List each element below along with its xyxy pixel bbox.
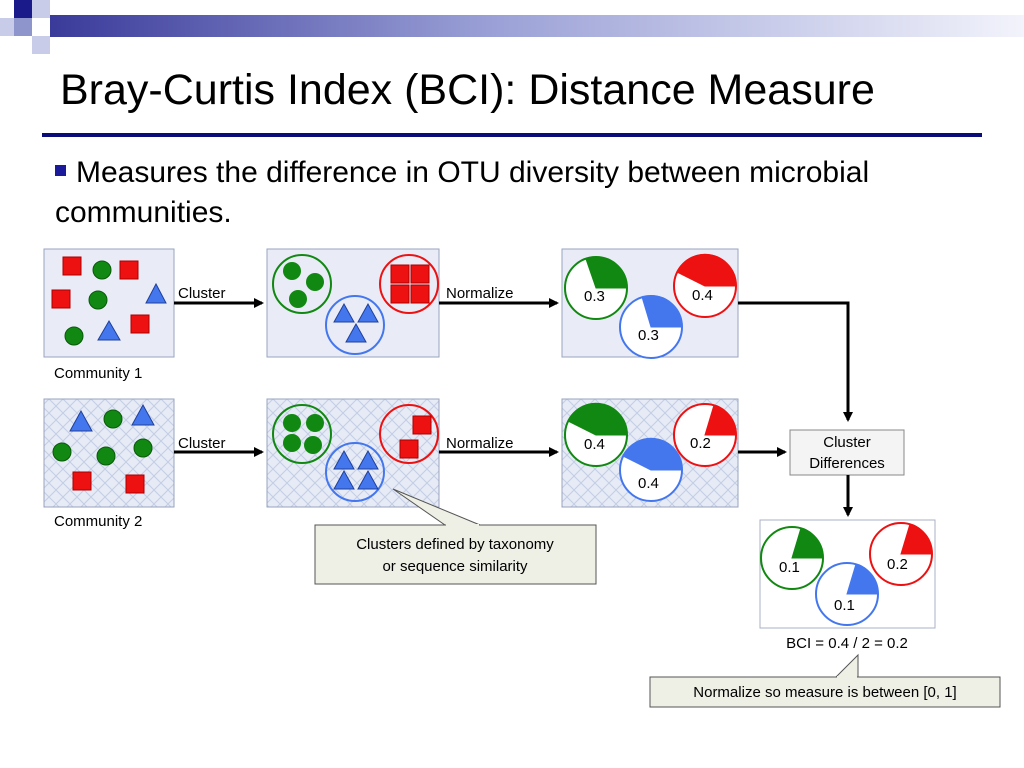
- deco-square-light: [32, 36, 50, 54]
- green-circle-shape: [52, 442, 72, 462]
- connector-arrow-to-differences: [738, 301, 853, 422]
- red-square-shape: [119, 260, 139, 280]
- red-square-shape: [390, 284, 410, 304]
- blue-value-row2: 0.4: [638, 475, 659, 492]
- green-cluster-ring: [272, 404, 332, 464]
- deco-square-light: [32, 0, 50, 18]
- blue-triangle-shape: [333, 302, 355, 323]
- red-square-shape: [410, 284, 430, 304]
- difference-result-panel: 0.1 0.2 0.1: [759, 519, 936, 629]
- normalized-panel-row1: 0.3 0.4 0.3: [561, 248, 739, 359]
- community1-panel: [43, 248, 175, 358]
- green-pie-slice: [567, 402, 628, 436]
- callout-clusters-line2: or sequence similarity: [382, 558, 528, 575]
- green-circle-shape: [92, 260, 112, 280]
- red-pie-slice: [704, 404, 737, 436]
- top-gradient-band: [50, 15, 1024, 37]
- blue-triangle-shape: [333, 469, 355, 490]
- green-circle-shape: [289, 290, 307, 308]
- green-circle-shape: [88, 290, 108, 310]
- community1-label: Community 1: [54, 365, 142, 382]
- green-pie-slice: [585, 256, 628, 289]
- green-circle-shape: [304, 436, 322, 454]
- cluster-differences-line2: Differences: [809, 455, 885, 472]
- cluster-label-row1: Cluster: [178, 285, 226, 302]
- normalize-label-row1: Normalize: [446, 285, 514, 302]
- deco-square-mid: [14, 18, 32, 36]
- green-circle-shape: [283, 262, 301, 280]
- blue-triangle-shape: [145, 282, 167, 304]
- normalize-label-row2: Normalize: [446, 435, 514, 452]
- green-cluster-ring: [272, 254, 332, 314]
- clustered-panel-row2: [266, 398, 440, 508]
- blue-triangle-shape: [97, 320, 121, 341]
- blue-triangle-shape: [131, 403, 155, 426]
- green-circle-shape: [103, 409, 123, 429]
- red-pie-slice: [676, 253, 737, 287]
- deco-square-navy: [14, 0, 32, 18]
- red-cluster-ring: [379, 254, 439, 314]
- green-value-row2: 0.4: [584, 436, 605, 453]
- green-value-diff: 0.1: [779, 559, 800, 576]
- red-square-shape: [412, 415, 432, 435]
- red-square-shape: [125, 474, 145, 494]
- blue-triangle-shape: [357, 469, 379, 490]
- red-square-shape: [410, 264, 430, 284]
- callout-pointer: [834, 653, 859, 678]
- blue-pie-slice: [622, 437, 683, 471]
- green-circle-shape: [133, 438, 153, 458]
- green-circle-shape: [283, 414, 301, 432]
- blue-pie-slice: [846, 563, 879, 595]
- red-value-diff: 0.2: [887, 556, 908, 573]
- red-square-shape: [62, 256, 82, 276]
- title-underline: [42, 133, 982, 137]
- red-square-shape: [51, 289, 71, 309]
- green-circle-shape: [283, 434, 301, 452]
- blue-triangle-shape: [357, 449, 379, 470]
- bullet-point: Measures the difference in OTU diversity…: [55, 153, 955, 233]
- blue-cluster-ring: [325, 295, 385, 355]
- community2-panel: [43, 398, 175, 508]
- blue-triangle-shape: [357, 302, 379, 323]
- callout-clusters: Clusters defined by taxonomy or sequence…: [314, 488, 597, 585]
- red-value-row1: 0.4: [692, 287, 713, 304]
- clustered-panel-row1: [266, 248, 440, 358]
- green-pie-slice: [791, 527, 824, 559]
- red-square-shape: [130, 314, 150, 334]
- cluster-differences-box: Cluster Differences: [789, 429, 905, 476]
- bullet-text: Measures the difference in OTU diversity…: [55, 156, 870, 229]
- bci-formula: BCI = 0.4 / 2 = 0.2: [786, 635, 908, 652]
- blue-cluster-ring: [325, 442, 385, 502]
- green-circle-shape: [306, 414, 324, 432]
- callout-clusters-line1: Clusters defined by taxonomy: [356, 536, 554, 553]
- blue-pie-slice: [641, 295, 683, 328]
- blue-value-row1: 0.3: [638, 327, 659, 344]
- red-value-row2: 0.2: [690, 435, 711, 452]
- green-circle-shape: [96, 446, 116, 466]
- red-square-shape: [390, 264, 410, 284]
- deco-square-light: [0, 18, 14, 36]
- community2-label: Community 2: [54, 513, 142, 530]
- blue-triangle-shape: [69, 409, 93, 432]
- callout-normalize: Normalize so measure is between [0, 1]: [649, 653, 1001, 708]
- red-cluster-ring: [379, 404, 439, 464]
- bullet-square-icon: [55, 165, 66, 176]
- cluster-differences-line1: Cluster: [823, 434, 871, 451]
- corner-decoration: [0, 0, 60, 60]
- red-pie-slice: [900, 523, 933, 555]
- blue-triangle-shape: [345, 322, 367, 343]
- red-square-shape: [72, 471, 92, 491]
- green-circle-shape: [306, 273, 324, 291]
- red-square-shape: [399, 439, 419, 459]
- slide-title: Bray-Curtis Index (BCI): Distance Measur…: [60, 66, 875, 114]
- green-value-row1: 0.3: [584, 288, 605, 305]
- blue-value-diff: 0.1: [834, 597, 855, 614]
- green-circle-shape: [64, 326, 84, 346]
- blue-triangle-shape: [333, 449, 355, 470]
- cluster-label-row2: Cluster: [178, 435, 226, 452]
- callout-normalize-text: Normalize so measure is between [0, 1]: [693, 684, 956, 701]
- normalized-panel-row2: 0.4 0.2 0.4: [561, 398, 739, 508]
